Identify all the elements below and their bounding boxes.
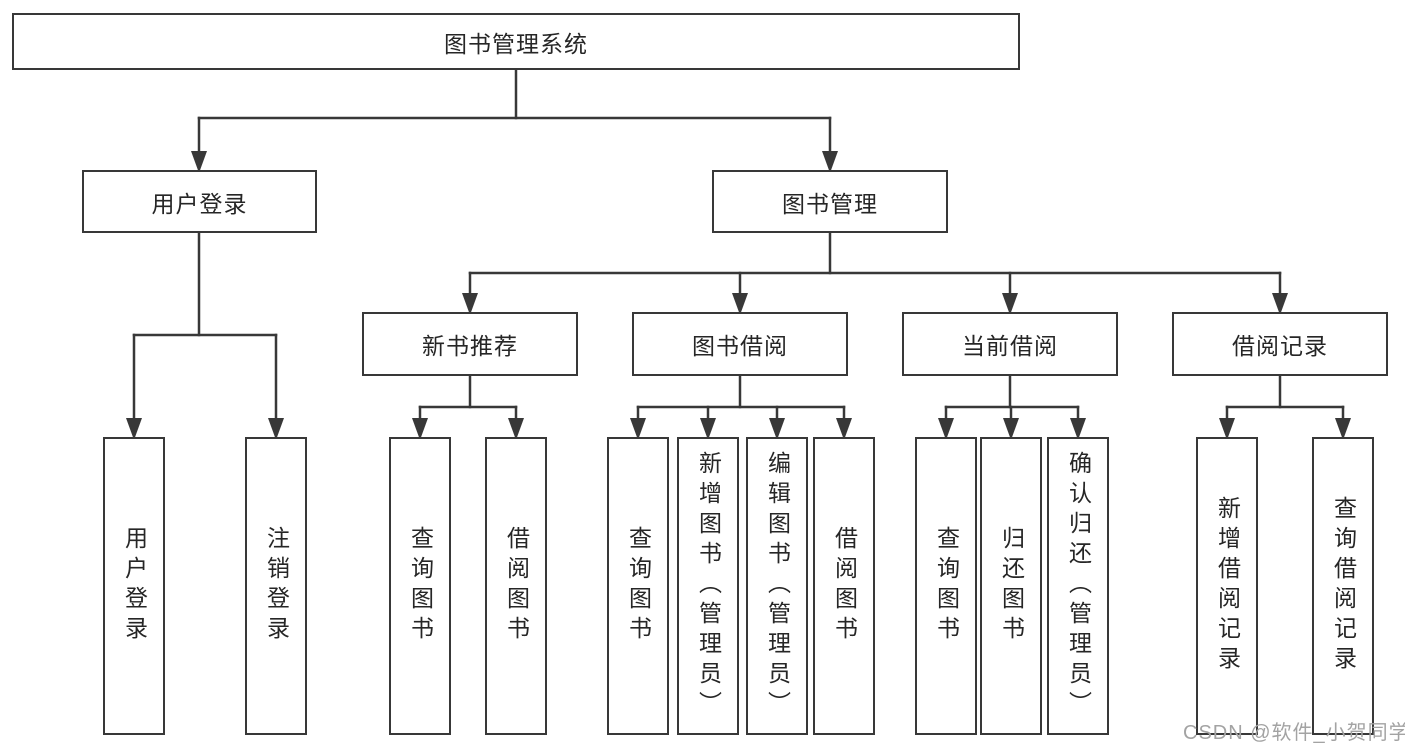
node-library-management-system: 图书管理系统 (12, 13, 1020, 70)
node-current-borrowing: 当前借阅 (902, 312, 1118, 376)
node-leaf-edit-books-admin: 编辑图书（管理员） (746, 437, 808, 735)
node-leaf-logout: 注销登录 (245, 437, 307, 735)
node-leaf-add-books-admin: 新增图书（管理员） (677, 437, 739, 735)
node-leaf-query-books-current: 查询图书 (915, 437, 977, 735)
node-leaf-query-books-borrowing: 查询图书 (607, 437, 669, 735)
node-book-management: 图书管理 (712, 170, 948, 233)
node-user-login: 用户登录 (82, 170, 317, 233)
node-leaf-add-borrow-record: 新增借阅记录 (1196, 437, 1258, 735)
watermark-text: CSDN @软件_小贺同学 (1183, 722, 1405, 744)
node-leaf-user-login: 用户登录 (103, 437, 165, 735)
node-leaf-query-books-recommend: 查询图书 (389, 437, 451, 735)
node-leaf-query-borrow-record: 查询借阅记录 (1312, 437, 1374, 735)
node-leaf-borrow-books: 借阅图书 (813, 437, 875, 735)
node-borrowing-records: 借阅记录 (1172, 312, 1388, 376)
node-book-borrowing: 图书借阅 (632, 312, 848, 376)
node-new-book-recommendation: 新书推荐 (362, 312, 578, 376)
node-leaf-borrow-books-recommend: 借阅图书 (485, 437, 547, 735)
connector-arrowheads (126, 151, 1351, 440)
node-leaf-confirm-return-admin: 确认归还（管理员） (1047, 437, 1109, 735)
node-leaf-return-books: 归还图书 (980, 437, 1042, 735)
